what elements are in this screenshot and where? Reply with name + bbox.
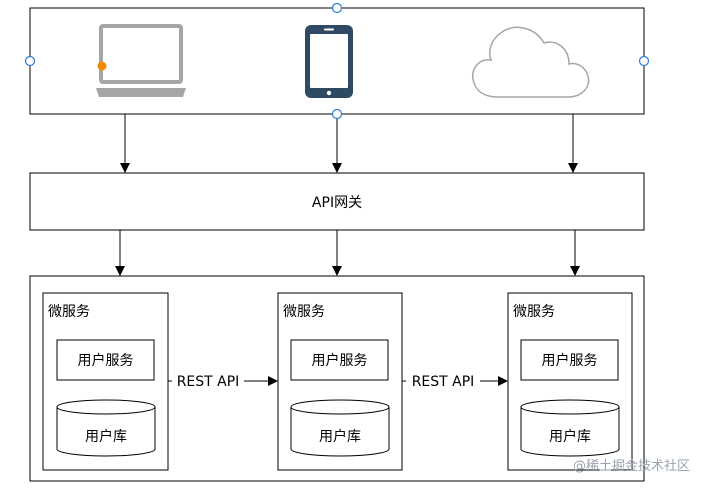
microservice-box-2[interactable]: 微服务 用户服务 用户库 <box>277 292 403 471</box>
api-gateway-box[interactable]: API网关 <box>29 172 645 231</box>
rest-api-link-1[interactable]: REST API <box>168 372 278 390</box>
mobile-phone-icon <box>305 25 353 98</box>
user-database-label: 用户库 <box>319 428 361 445</box>
microservice-title: 微服务 <box>48 304 90 320</box>
user-service-box[interactable] <box>56 339 155 381</box>
cloud-icon <box>471 26 590 98</box>
microservice-box-1[interactable]: 微服务 用户服务 用户库 <box>42 292 169 471</box>
laptop-icon <box>96 24 186 97</box>
user-database-cylinder[interactable] <box>520 399 620 457</box>
resize-handle-bottom[interactable] <box>331 108 343 120</box>
watermark: @稀土掘金技术社区 <box>573 458 690 474</box>
rest-api-label: REST API <box>412 374 475 390</box>
selection-handles[interactable] <box>24 2 650 120</box>
resize-handle-right[interactable] <box>638 55 650 67</box>
rest-api-link-2[interactable]: REST API <box>402 372 508 390</box>
user-database-label: 用户库 <box>85 428 127 445</box>
user-service-label: 用户服务 <box>542 352 598 369</box>
rest-api-label: REST API <box>177 374 240 390</box>
microservice-title: 微服务 <box>513 304 555 320</box>
user-database-cylinder[interactable] <box>56 399 156 457</box>
user-service-label: 用户服务 <box>78 352 134 369</box>
user-service-box[interactable] <box>290 339 389 381</box>
resize-handle-left[interactable] <box>24 55 36 67</box>
user-database-label: 用户库 <box>549 428 591 445</box>
resize-handle-top[interactable] <box>331 2 343 14</box>
user-service-label: 用户服务 <box>312 352 368 369</box>
user-service-box[interactable] <box>520 339 619 381</box>
microservice-box-3[interactable]: 微服务 用户服务 用户库 <box>507 292 633 471</box>
user-database-cylinder[interactable] <box>290 399 390 457</box>
api-gateway-label: API网关 <box>312 195 362 211</box>
microservice-title: 微服务 <box>283 304 325 320</box>
